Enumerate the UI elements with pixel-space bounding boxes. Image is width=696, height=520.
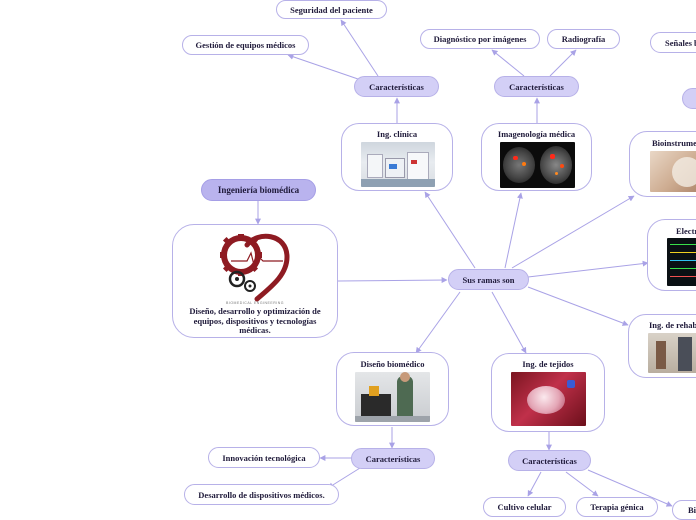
logo-caption: BIOMEDICAL ENGINEERING	[226, 301, 284, 305]
bioinstrumentacion-characteristics[interactable]	[682, 88, 696, 109]
imagenologia-title: Imagenología médica	[497, 129, 576, 139]
bioinstrumentacion-title: Bioinstrumen	[652, 138, 696, 148]
clinica-title: Ing. clínica	[376, 129, 418, 139]
electro-card[interactable]: Electr	[647, 219, 696, 291]
clinica-card[interactable]: Ing. clínica	[341, 123, 453, 191]
clinica-item-2[interactable]: Gestión de equipos médicos	[182, 35, 309, 55]
imagenologia-item-1[interactable]: Diagnóstico por imágenes	[420, 29, 540, 49]
imagenologia-card[interactable]: Imagenología médica	[481, 123, 592, 191]
hub-node[interactable]: Sus ramas son	[448, 269, 529, 290]
heart-gear-logo	[220, 233, 290, 302]
rehabilitacion-photo	[648, 333, 696, 373]
root-title[interactable]: Ingeniería biomédica	[201, 179, 316, 201]
bioinstrumentacion-card[interactable]: Bioinstrumen	[629, 131, 696, 197]
clinica-characteristics[interactable]: Características	[354, 76, 439, 97]
diseno-item-2[interactable]: Desarrollo de dispositivos médicos.	[184, 484, 339, 505]
rehabilitacion-title: Ing. de rehabi	[649, 320, 696, 330]
diseno-card[interactable]: Diseño biomédico	[336, 352, 449, 426]
root-card[interactable]: BIOMEDICAL ENGINEERING Diseño, desarroll…	[172, 224, 338, 338]
clinica-item-1[interactable]: Seguridad del paciente	[276, 0, 387, 19]
tejidos-title: Ing. de tejidos	[522, 359, 574, 369]
brain-scan-photo	[500, 142, 575, 188]
root-description: Diseño, desarrollo y optimización de equ…	[189, 306, 321, 335]
tejidos-item-2[interactable]: Terapia génica	[576, 497, 658, 517]
tejidos-item-1[interactable]: Cultivo celular	[483, 497, 566, 517]
imagenologia-item-2[interactable]: Radiografía	[547, 29, 620, 49]
tejidos-characteristics[interactable]: Características	[508, 450, 591, 471]
rehabilitacion-card[interactable]: Ing. de rehabi	[628, 314, 696, 378]
diseno-item-1[interactable]: Innovación tecnológica	[208, 447, 320, 468]
tejidos-item-3[interactable]: Bi	[672, 500, 696, 520]
monitor-photo	[667, 238, 696, 286]
diseno-photo	[355, 372, 430, 422]
bioinstrumentacion-item-1[interactable]: Señales b	[650, 32, 696, 53]
tejidos-photo	[511, 372, 586, 426]
tejidos-card[interactable]: Ing. de tejidos	[491, 353, 605, 432]
imagenologia-characteristics[interactable]: Características	[494, 76, 579, 97]
electro-title: Electr	[676, 226, 696, 236]
diseno-characteristics[interactable]: Características	[351, 448, 435, 469]
clinica-photo	[361, 142, 435, 187]
diseno-title: Diseño biomédico	[360, 359, 425, 369]
bioinstrumentacion-photo	[650, 151, 696, 192]
